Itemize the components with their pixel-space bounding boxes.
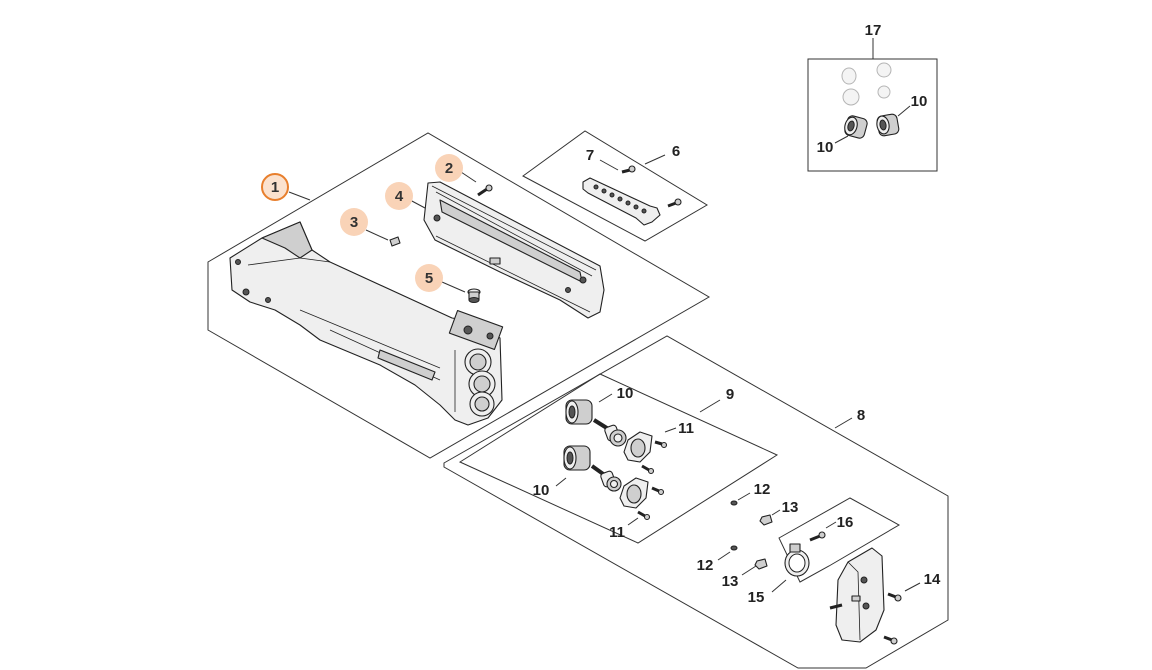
group-1-frame bbox=[207, 132, 710, 459]
callout-8-label: 8 bbox=[857, 407, 865, 424]
callout-16-label: 16 bbox=[837, 514, 854, 531]
group-6-frame bbox=[522, 130, 708, 242]
callout-14[interactable]: 14 bbox=[924, 571, 941, 588]
screws-part-14[interactable] bbox=[883, 592, 902, 645]
callout-16[interactable]: 16 bbox=[837, 514, 854, 531]
callout-15[interactable]: 15 bbox=[748, 589, 765, 606]
ghost-bushings bbox=[841, 62, 892, 106]
callout-5-label: 5 bbox=[425, 270, 433, 287]
screw-part-2[interactable] bbox=[477, 184, 493, 197]
group-8-frame bbox=[443, 335, 949, 669]
callout-10c[interactable]: 10 bbox=[617, 385, 634, 402]
screws-part-11[interactable] bbox=[637, 440, 668, 521]
callout-12b[interactable]: 12 bbox=[697, 557, 714, 574]
callout-9[interactable]: 9 bbox=[726, 386, 734, 403]
callout-7[interactable]: 7 bbox=[586, 147, 594, 164]
callout-6-label: 6 bbox=[672, 143, 680, 160]
gasket-plate-part-6[interactable] bbox=[582, 177, 661, 226]
nut-part-13a[interactable] bbox=[759, 514, 773, 526]
plug-part-5[interactable] bbox=[467, 288, 481, 303]
gasket-part-b[interactable] bbox=[619, 477, 649, 509]
callout-12b-label: 12 bbox=[697, 557, 714, 574]
mount-part-10d[interactable] bbox=[563, 445, 622, 492]
callout-5[interactable]: 5 bbox=[415, 264, 443, 292]
callout-2-label: 2 bbox=[445, 160, 453, 177]
callout-1[interactable]: 1 bbox=[261, 173, 289, 201]
callout-13b[interactable]: 13 bbox=[722, 573, 739, 590]
screw-part-16[interactable] bbox=[809, 531, 826, 542]
group-9-frame bbox=[458, 373, 779, 544]
callout-6[interactable]: 6 bbox=[672, 143, 680, 160]
clamp-part-15[interactable] bbox=[784, 543, 810, 577]
callout-17-label: 17 bbox=[865, 22, 882, 39]
callout-4-label: 4 bbox=[395, 188, 404, 205]
bracket-part-14[interactable] bbox=[829, 547, 885, 643]
callout-11a[interactable]: 11 bbox=[678, 420, 694, 437]
housing-tube-part[interactable] bbox=[229, 221, 504, 426]
callout-13b-label: 13 bbox=[722, 573, 739, 590]
clip-part-3[interactable] bbox=[389, 236, 401, 247]
callout-10a[interactable]: 10 bbox=[817, 139, 834, 156]
callout-13a-label: 13 bbox=[782, 499, 799, 516]
callout-17[interactable]: 17 bbox=[865, 22, 882, 39]
washer-part-12b[interactable] bbox=[730, 545, 738, 551]
callout-10c-label: 10 bbox=[617, 385, 634, 402]
callout-11a-label: 11 bbox=[678, 420, 694, 437]
bushing-part-10a[interactable] bbox=[843, 115, 868, 139]
callout-10d[interactable]: 10 bbox=[533, 482, 550, 499]
callout-11b[interactable]: 11 bbox=[609, 524, 625, 541]
callout-10d-label: 10 bbox=[533, 482, 550, 499]
callout-10a-label: 10 bbox=[817, 139, 834, 156]
callout-15-label: 15 bbox=[748, 589, 765, 606]
callout-12a-label: 12 bbox=[754, 481, 771, 498]
callout-2[interactable]: 2 bbox=[435, 154, 463, 182]
callout-8[interactable]: 8 bbox=[857, 407, 865, 424]
bushing-part-10b[interactable] bbox=[876, 113, 900, 137]
callout-13a[interactable]: 13 bbox=[782, 499, 799, 516]
callout-11b-label: 11 bbox=[609, 524, 625, 541]
callout-14-label: 14 bbox=[924, 571, 941, 588]
callout-10b-label: 10 bbox=[911, 93, 928, 110]
callout-9-label: 9 bbox=[726, 386, 734, 403]
callout-3-label: 3 bbox=[350, 214, 358, 231]
callout-1-label: 1 bbox=[271, 179, 279, 196]
callout-12a[interactable]: 12 bbox=[754, 481, 771, 498]
nut-part-13b[interactable] bbox=[754, 558, 768, 570]
screw-part-7b[interactable] bbox=[667, 198, 682, 208]
gasket-part-a[interactable] bbox=[623, 431, 653, 463]
screw-part-7a[interactable] bbox=[621, 165, 636, 174]
mount-part-10c[interactable] bbox=[565, 399, 627, 447]
washer-part-12a[interactable] bbox=[730, 500, 738, 506]
callout-10b[interactable]: 10 bbox=[911, 93, 928, 110]
callout-7-label: 7 bbox=[586, 147, 594, 164]
callout-3[interactable]: 3 bbox=[340, 208, 368, 236]
callout-4[interactable]: 4 bbox=[385, 182, 413, 210]
cover-part[interactable] bbox=[423, 181, 605, 319]
